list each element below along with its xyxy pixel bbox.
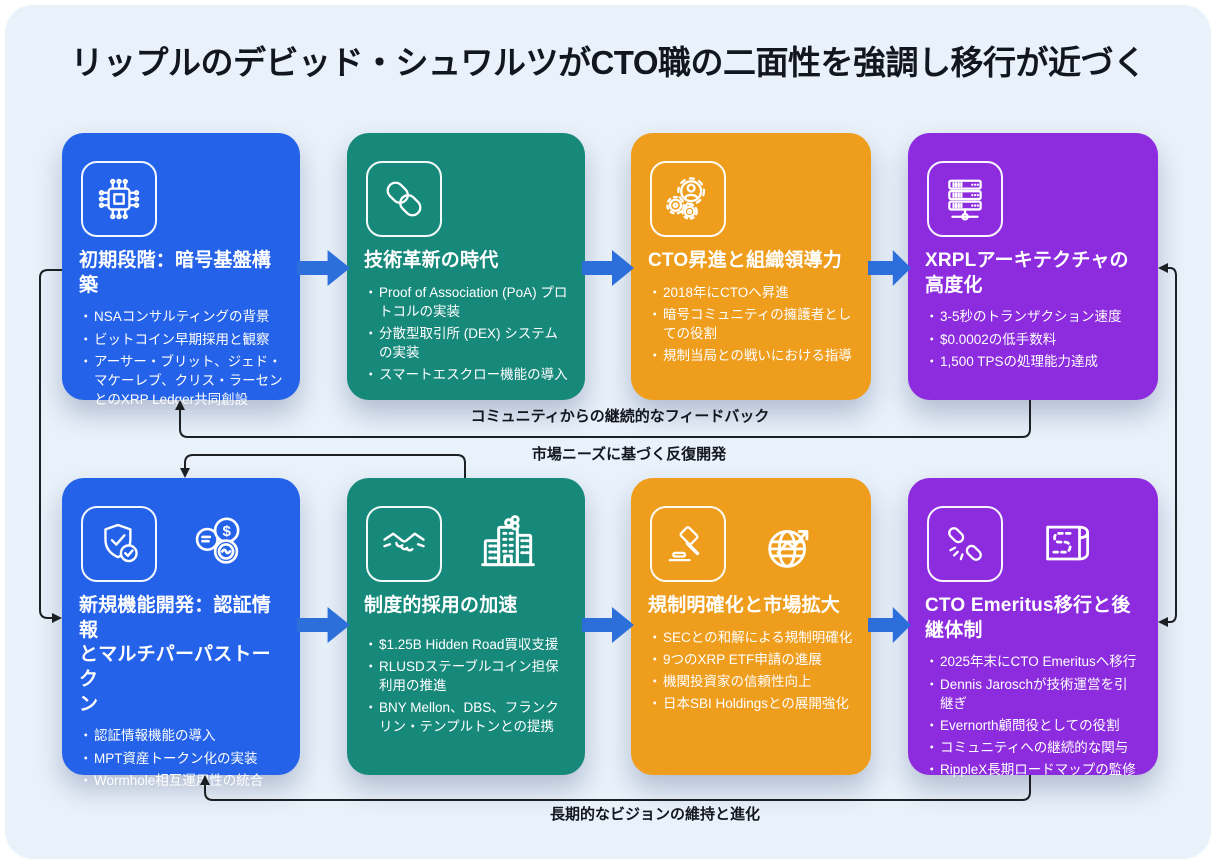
chip-icon (81, 161, 157, 237)
icon-row (925, 147, 1141, 237)
bullet-item: 暗号コミュニティの擁護者としての役割 (648, 305, 854, 343)
card-title: 初期段階：暗号基盤構築 (79, 250, 272, 296)
feedback-label-community: コミュニティからの継続的なフィードバック (470, 408, 770, 425)
icon-row (648, 492, 854, 582)
bullet-item: 分散型取引所 (DEX) システムの実装 (364, 324, 568, 362)
bullet-item: Wormhole相互運用性の統合 (79, 771, 283, 790)
flow-arrow-right-icon (868, 246, 911, 290)
icon-row (925, 492, 1141, 582)
bullet-item: 機関投資家の信頼性向上 (648, 672, 854, 691)
bullet-item: 規制当局との戦いにおける指導 (648, 346, 854, 365)
bank-building-icon (476, 514, 540, 583)
server-stack-icon (927, 161, 1003, 237)
bullet-item: RLUSDステーブルコイン担保利用の推進 (364, 657, 568, 695)
bullet-item: 2018年にCTOへ昇進 (648, 283, 854, 302)
flow-arrow-right-icon (297, 603, 350, 647)
stage-card-xrpl-architecture: XRPLアーキテクチャの 高度化 3-5秒のトランザクション速度 $0.0002… (908, 133, 1158, 400)
flow-arrow-right-icon (868, 603, 911, 647)
bullet-item: Evernorth顧問役としての役割 (925, 716, 1141, 735)
broken-link-icon (927, 506, 1003, 582)
bullet-item: アーサー・ブリット、ジェド・マケーレブ、クリス・ラーセンとのXRP Ledger… (79, 352, 283, 409)
icon-row (648, 147, 854, 237)
bullet-item: コミュニティへの継続的な関与 (925, 738, 1141, 757)
bullet-item: 認証情報機能の導入 (79, 726, 283, 745)
stage-card-new-features: $ 新規機能開発：認証情報 とマルチパーパストーク ン 認証情報機能の導入 MP… (62, 478, 300, 790)
roadmap-scroll-icon (1037, 514, 1097, 579)
bullet-item: 1,500 TPSの処理能力達成 (925, 352, 1141, 371)
feedback-label-market-needs: 市場ニーズに基づく反復開発 (531, 446, 727, 463)
bullet-item: ビットコイン早期採用と観察 (79, 330, 283, 349)
bullet-item: 3-5秒のトランザクション速度 (925, 307, 1141, 326)
bullet-item: NSAコンサルティングの背景 (79, 307, 283, 326)
bullet-item: $1.25B Hidden Road買収支援 (364, 635, 568, 654)
card-title: 新規機能開発：認証情報 とマルチパーパストーク ン (79, 595, 272, 715)
icon-row (79, 147, 283, 237)
bullet-item: スマートエスクロー機能の導入 (364, 365, 568, 384)
shield-check-icon (81, 506, 157, 582)
bullet-item: Dennis Jaroschが技術運営を引継ぎ (925, 675, 1141, 713)
stage-card-institutional-adoption: 制度的採用の加速 $1.25B Hidden Road買収支援 RLUSDステー… (347, 478, 585, 775)
card-title: CTO Emeritus移行と後 継体制 (925, 595, 1131, 641)
icon-row (364, 492, 568, 582)
bullet-item: RippleX長期ロードマップの監修 (925, 760, 1141, 779)
handshake-icon (366, 506, 442, 582)
stage-card-cto-emeritus: CTO Emeritus移行と後 継体制 2025年末にCTO Emeritus… (908, 478, 1158, 779)
bullet-item: MPT資産トークン化の実装 (79, 749, 283, 768)
flow-arrow-right-icon (582, 603, 634, 647)
flow-arrow-right-icon (297, 246, 350, 290)
card-title: 制度的採用の加速 (364, 595, 518, 616)
bullet-item: Proof of Association (PoA) プロトコルの実装 (364, 283, 568, 321)
feedback-label-long-term-vision: 長期的なビジョンの維持と進化 (549, 806, 761, 823)
stage-card-cto-promotion: CTO昇進と組織領導力 2018年にCTOへ昇進 暗号コミュニティの擁護者として… (631, 133, 871, 400)
bullet-item: SECとの和解による規制明確化 (648, 628, 854, 647)
bullet-item: 2025年末にCTO Emeritusへ移行 (925, 652, 1141, 671)
icon-row: $ (79, 492, 283, 582)
coins-icon: $ (191, 514, 249, 577)
icon-row (364, 147, 568, 237)
card-title: XRPLアーキテクチャの 高度化 (925, 250, 1129, 296)
flow-arrow-right-icon (582, 246, 634, 290)
svg-text:$: $ (222, 523, 231, 540)
card-title: 規制明確化と市場拡大 (648, 595, 841, 616)
card-title: CTO昇進と組織領導力 (648, 250, 842, 271)
gavel-icon (650, 506, 726, 582)
bullet-item: BNY Mellon、DBS、フランクリン・テンプルトンとの提携 (364, 698, 568, 736)
bullet-item: $0.0002の低手数料 (925, 330, 1141, 349)
stage-card-innovation-era: 技術革新の時代 Proof of Association (PoA) プロトコル… (347, 133, 585, 400)
card-title: 技術革新の時代 (364, 250, 499, 271)
bullet-item: 9つのXRP ETF申請の進展 (648, 650, 854, 669)
stage-card-early-foundations: 初期段階：暗号基盤構築 NSAコンサルティングの背景 ビットコイン早期採用と観察… (62, 133, 300, 407)
gears-person-icon (650, 161, 726, 237)
page-title: リップルのデビッド・シュワルツがCTO職の二面性を強調し移行が近づく (70, 44, 1146, 81)
chain-link-icon (366, 161, 442, 237)
bullet-item: 日本SBI Holdingsとの展開強化 (648, 694, 854, 713)
globe-growth-icon (760, 514, 822, 581)
stage-card-regulatory-clarity: 規制明確化と市場拡大 SECとの和解による規制明確化 9つのXRP ETF申請の… (631, 478, 871, 775)
